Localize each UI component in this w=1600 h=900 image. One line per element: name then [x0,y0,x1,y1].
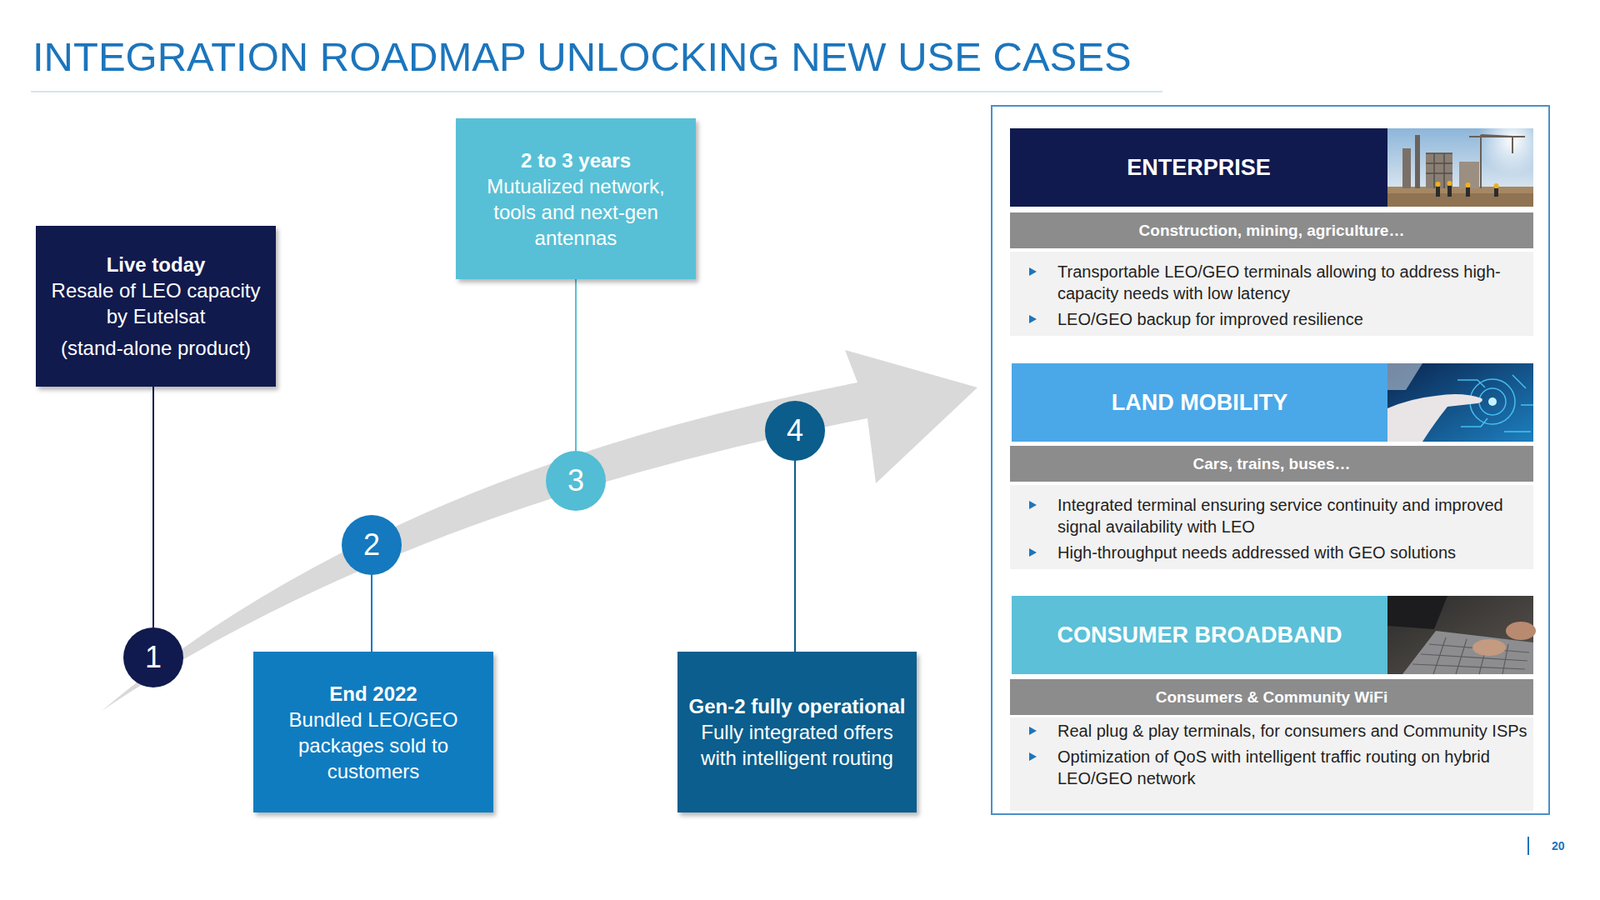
circle-fill [341,515,402,575]
laptop-photo [1433,637,1509,675]
bullet-list: Transportable LEO/GEO terminals allowing… [1010,251,1534,336]
step-circle: 4 [765,400,825,461]
circle-fill [545,450,606,511]
construction-photo [1402,148,1411,189]
segment-title: ENTERPRISE [1126,154,1271,181]
milestone-heading: Gen-2 fully operational [688,693,905,720]
milestone-box: End 2022Bundled LEO/GEO packages sold to… [253,651,494,813]
laptop-photo [1387,595,1536,675]
segment-header: CONSUMER BROADBAND [1011,595,1388,675]
technology-photo [1488,397,1497,406]
bullet-item: Transportable LEO/GEO terminals allowing… [1057,260,1537,305]
milestone-text: Resale of LEO capacity by Eutelsat [44,277,268,330]
technology-photo [1387,363,1423,390]
bullet-list: Real plug & play terminals, for consumer… [1010,717,1534,811]
milestone-text: Mutualized network, tools and next-gen a… [464,173,688,251]
segment-subheader: Construction, mining, agriculture… [1010,212,1534,249]
technology-photo [1479,388,1506,415]
construction-photo [1387,193,1534,207]
timeline-connector [152,386,155,628]
segment-header: LAND MOBILITY [1011,363,1388,442]
laptop-photo [1412,644,1530,670]
milestone-heading: End 2022 [329,680,417,707]
construction-photo [1415,135,1420,189]
construction-photo [1469,135,1525,189]
milestone-box: 2 to 3 yearsMutualized network, tools an… [455,118,696,280]
segment-subtitle: Consumers & Community WiFi [1155,687,1389,708]
timeline-connector [370,575,373,652]
milestone-heading: Live today [106,251,206,278]
timeline-connector [794,460,796,652]
technology-photo [1387,363,1534,442]
step-circle: 1 [123,627,184,688]
laptop-photo [1472,639,1506,656]
circle-fill [123,627,184,688]
construction-photo [1494,183,1500,189]
construction-photo [1387,186,1534,207]
construction-photo [1465,187,1470,197]
milestone-box: Live todayResale of LEO capacity by Eute… [35,225,276,387]
construction-photo [1447,180,1453,186]
segment-title: CONSUMER BROADBAND [1057,621,1343,649]
step-number: 4 [786,414,804,448]
step-number: 2 [363,528,380,562]
milestone-text: Bundled LEO/GEO packages sold to custome… [261,706,485,785]
construction-photo [1447,185,1452,197]
technology-photo [1387,363,1534,442]
bullet-item: Optimization of QoS with intelligent tra… [1057,745,1537,790]
circle-fill [765,400,825,461]
milestone-heading: 2 to 3 years [520,147,631,174]
bullet-list: Integrated terminal ensuring service con… [1010,485,1534,570]
page-marker [1527,836,1530,855]
step-number: 3 [567,464,585,498]
segment-header: ENTERPRISE [1010,128,1388,207]
construction-photo [1435,186,1440,197]
laptop-photo [1412,637,1530,675]
segment-subheader: Consumers & Community WiFi [1010,679,1534,715]
step-circle: 2 [341,515,402,575]
bullet-item: Real plug & play terminals, for consumer… [1057,720,1537,742]
step-number: 1 [145,640,162,675]
milestone-text: Fully integrated offers with intelligent… [685,719,909,771]
segment-subtitle: Cars, trains, buses… [1192,454,1350,475]
construction-photo [1387,105,1548,207]
step-circle: 3 [545,450,606,511]
construction-photo [1435,180,1500,189]
slide-title: INTEGRATION ROADMAP UNLOCKING NEW USE CA… [32,31,1132,82]
construction-photo [1425,153,1453,189]
timeline-connector [575,279,577,451]
milestone-text: (stand-alone product) [60,335,251,361]
construction-photo [1435,185,1499,197]
milestone-box: Gen-2 fully operationalFully integrated … [677,651,917,813]
page-number: 20 [1551,837,1565,855]
segment-title: LAND MOBILITY [1111,389,1288,416]
laptop-photo [1505,621,1536,640]
construction-photo [1494,188,1499,197]
bullet-item: High-throughput needs addressed with GEO… [1057,541,1537,564]
title-underline [30,90,1163,92]
segment-subheader: Cars, trains, buses… [1010,445,1534,482]
construction-photo [1425,153,1453,189]
use-case-frame [991,105,1550,815]
bullet-item: Integrated terminal ensuring service con… [1057,494,1537,538]
construction-photo [1459,161,1480,189]
laptop-photo [1387,595,1448,630]
construction-photo [1435,181,1441,187]
segment-subtitle: Construction, mining, agriculture… [1139,220,1405,241]
construction-photo [1465,182,1471,188]
technology-photo [1387,394,1483,442]
bullet-item: LEO/GEO backup for improved resilience [1057,308,1537,330]
